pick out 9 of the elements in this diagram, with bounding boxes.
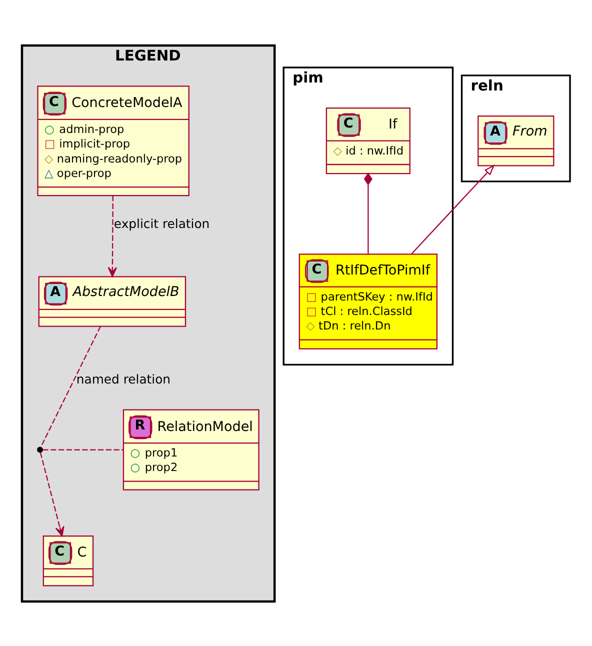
edge-label: named relation (76, 371, 171, 386)
arrow (108, 195, 118, 277)
connector (42, 448, 124, 450)
arrow (411, 164, 495, 254)
connector (364, 172, 372, 254)
connector (40, 326, 101, 447)
node-dot (37, 446, 44, 452)
arrow (40, 452, 64, 536)
edge-label: explicit relation (114, 215, 210, 230)
